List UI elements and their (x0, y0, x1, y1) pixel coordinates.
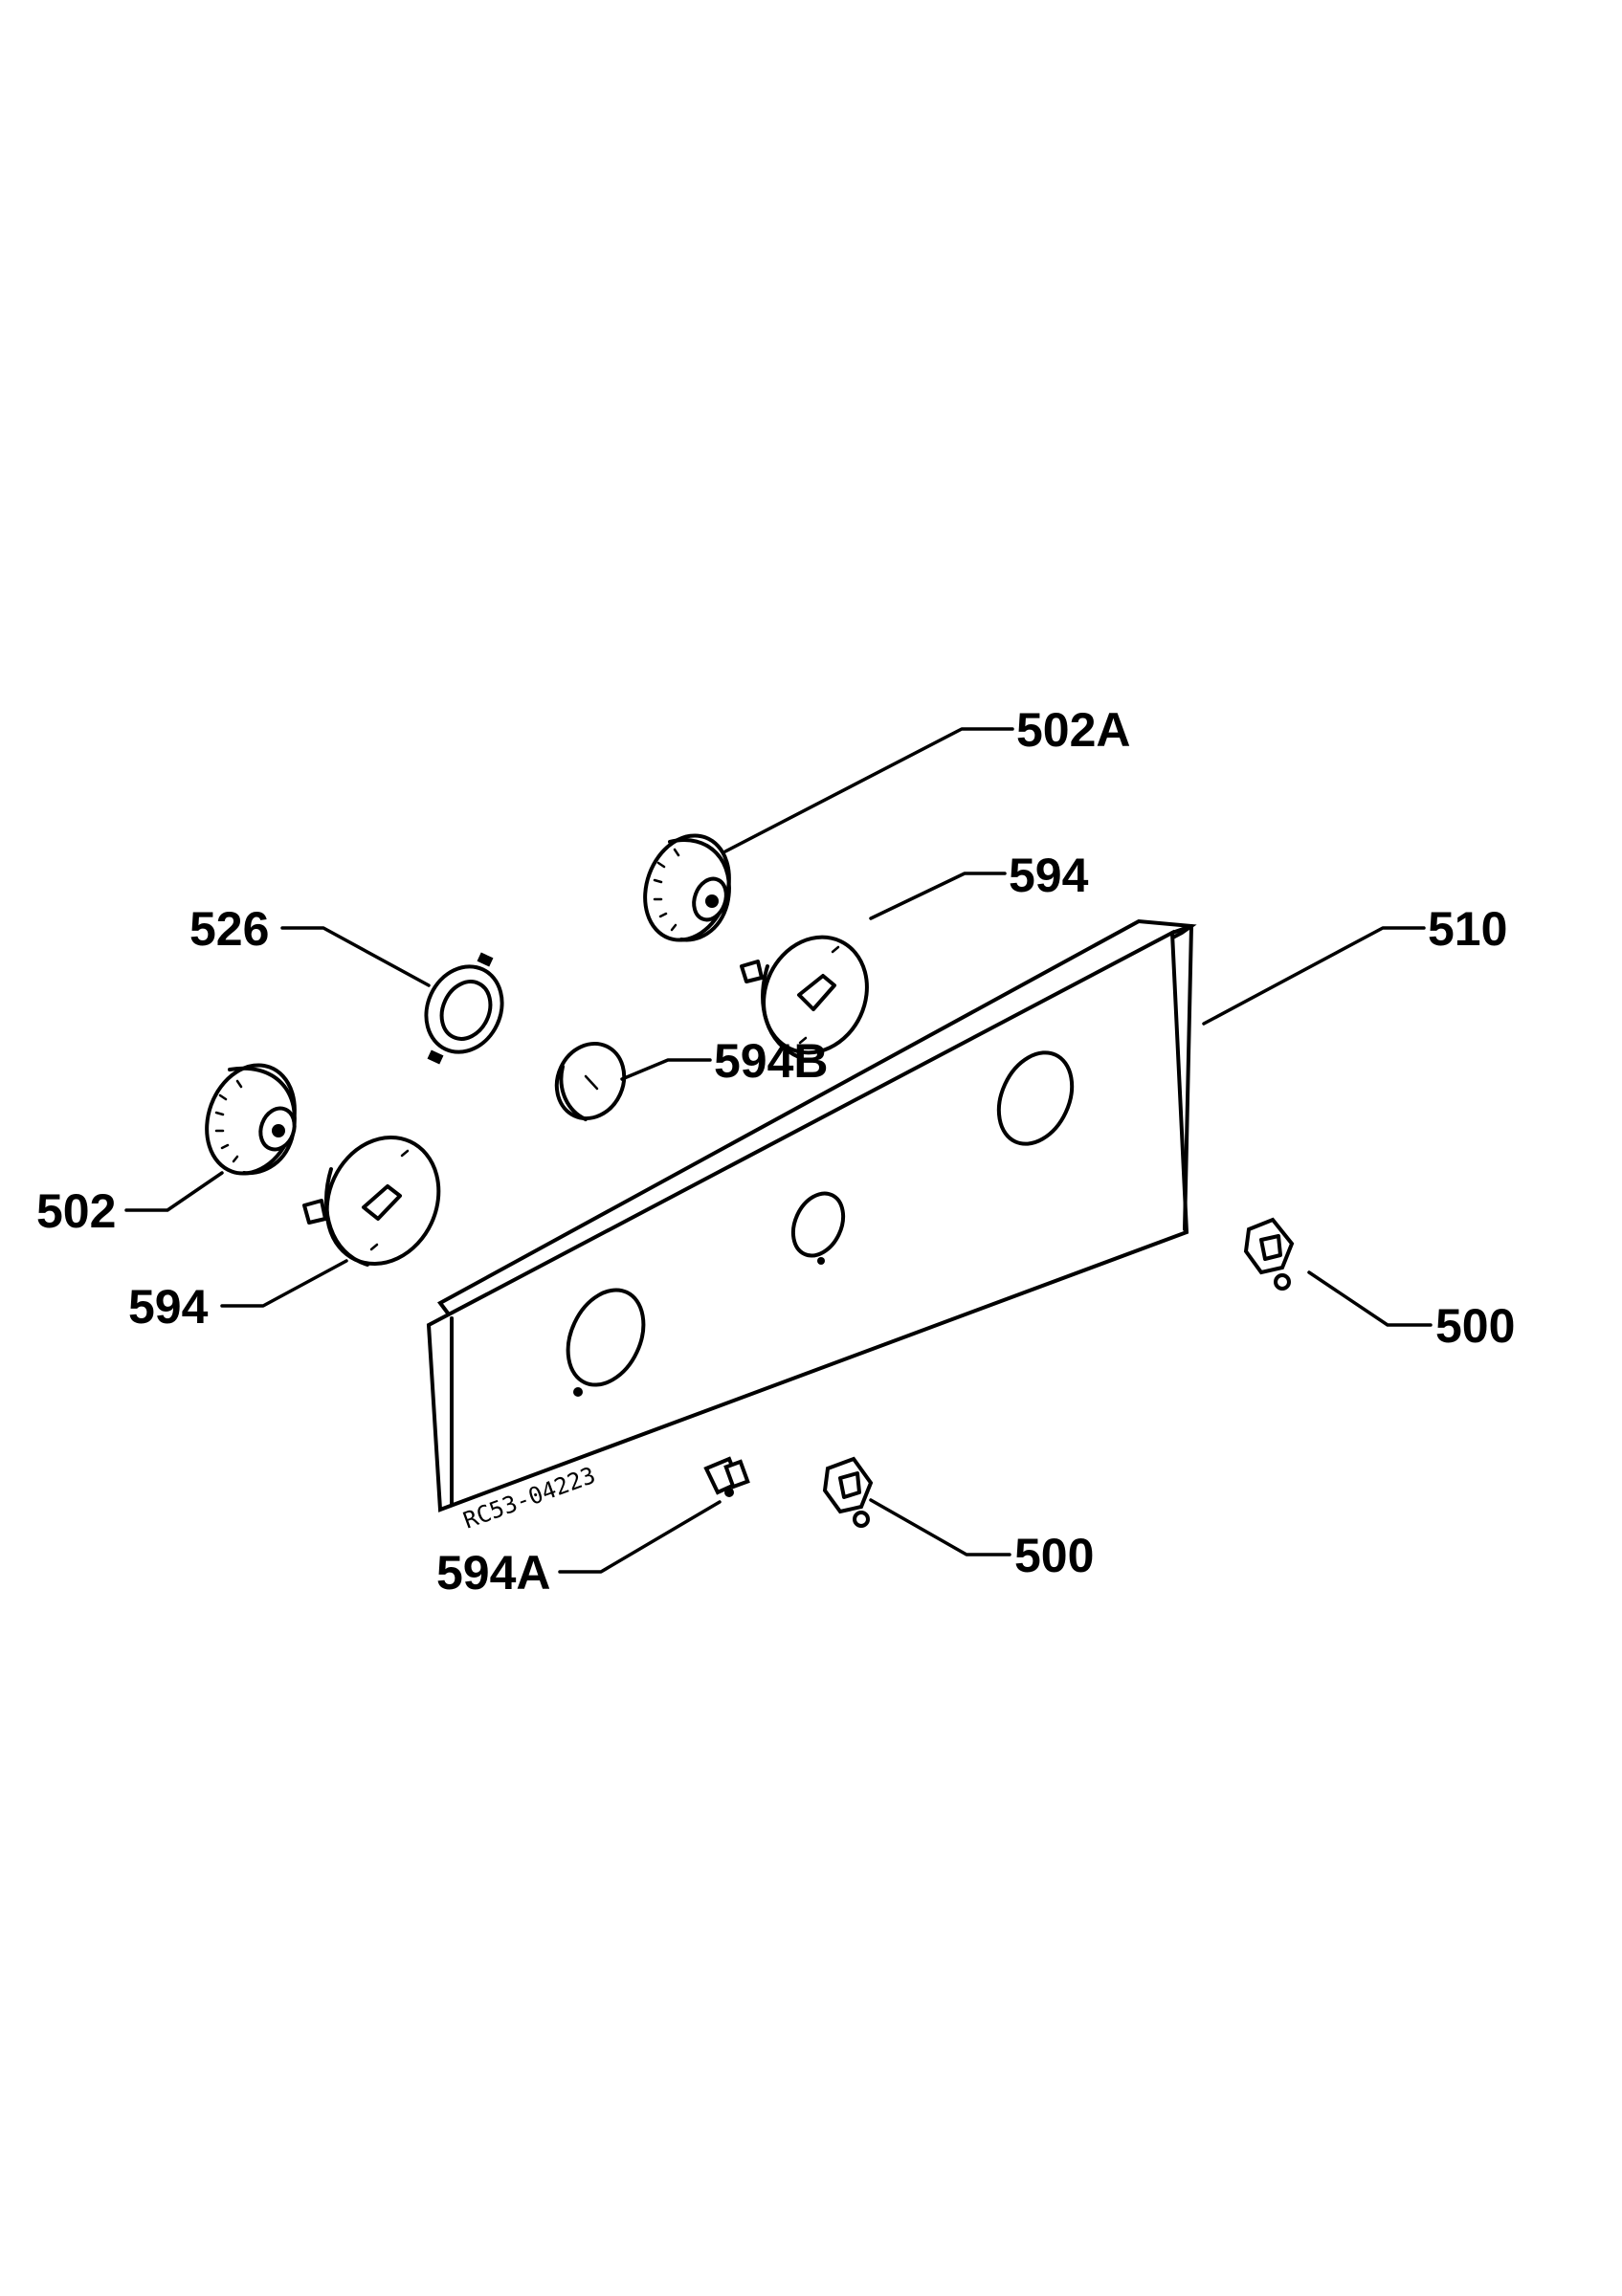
bezel-594-left (302, 1135, 441, 1267)
leader-502 (124, 1171, 224, 1212)
leader-594B (620, 1058, 712, 1081)
panel-right-edge (1183, 924, 1193, 1231)
label-594-left: 594 (128, 1280, 209, 1334)
leader-500-right (1307, 1270, 1433, 1327)
leader-510 (1202, 926, 1426, 1026)
panel-corner (1170, 924, 1193, 935)
leader-lines (124, 727, 1433, 1574)
control-panel-510: RC53-04223 (426, 918, 1197, 1534)
label-594-top: 594 (1009, 849, 1089, 902)
label-502A: 502A (1016, 703, 1131, 757)
panel-hole-large-left (566, 1288, 646, 1387)
panel-hole-center-mark (817, 1257, 825, 1265)
panel-hole-large-right (996, 1050, 1075, 1146)
shaft-594A (703, 1456, 750, 1497)
knob-502 (205, 1063, 297, 1176)
clip-500-bottom (822, 1456, 874, 1528)
label-500-bottom: 500 (1014, 1529, 1094, 1582)
panel-hole-center (790, 1191, 846, 1258)
knob-502A (643, 833, 731, 942)
leader-526 (280, 926, 431, 987)
label-594B: 594B (714, 1034, 829, 1088)
bezel-594-top (740, 935, 869, 1059)
leader-594-top (869, 872, 1007, 920)
leader-594-left (220, 1259, 348, 1308)
label-502: 502 (36, 1184, 116, 1238)
label-500-right: 500 (1435, 1299, 1515, 1353)
leader-500-bottom (869, 1498, 1011, 1556)
ring-526 (424, 952, 504, 1065)
clip-500-right (1243, 1217, 1295, 1291)
panel-front-face (426, 929, 1189, 1512)
label-526: 526 (189, 902, 269, 956)
insert-594B (554, 1042, 627, 1121)
panel-hole-left-mark (573, 1387, 583, 1397)
part-labels: 502A 594 510 526 594B 502 594 500 500 59… (36, 703, 1515, 1600)
leader-594A (558, 1500, 722, 1574)
label-510: 510 (1428, 902, 1507, 956)
leader-502A (723, 727, 1014, 853)
label-594A: 594A (436, 1546, 551, 1600)
